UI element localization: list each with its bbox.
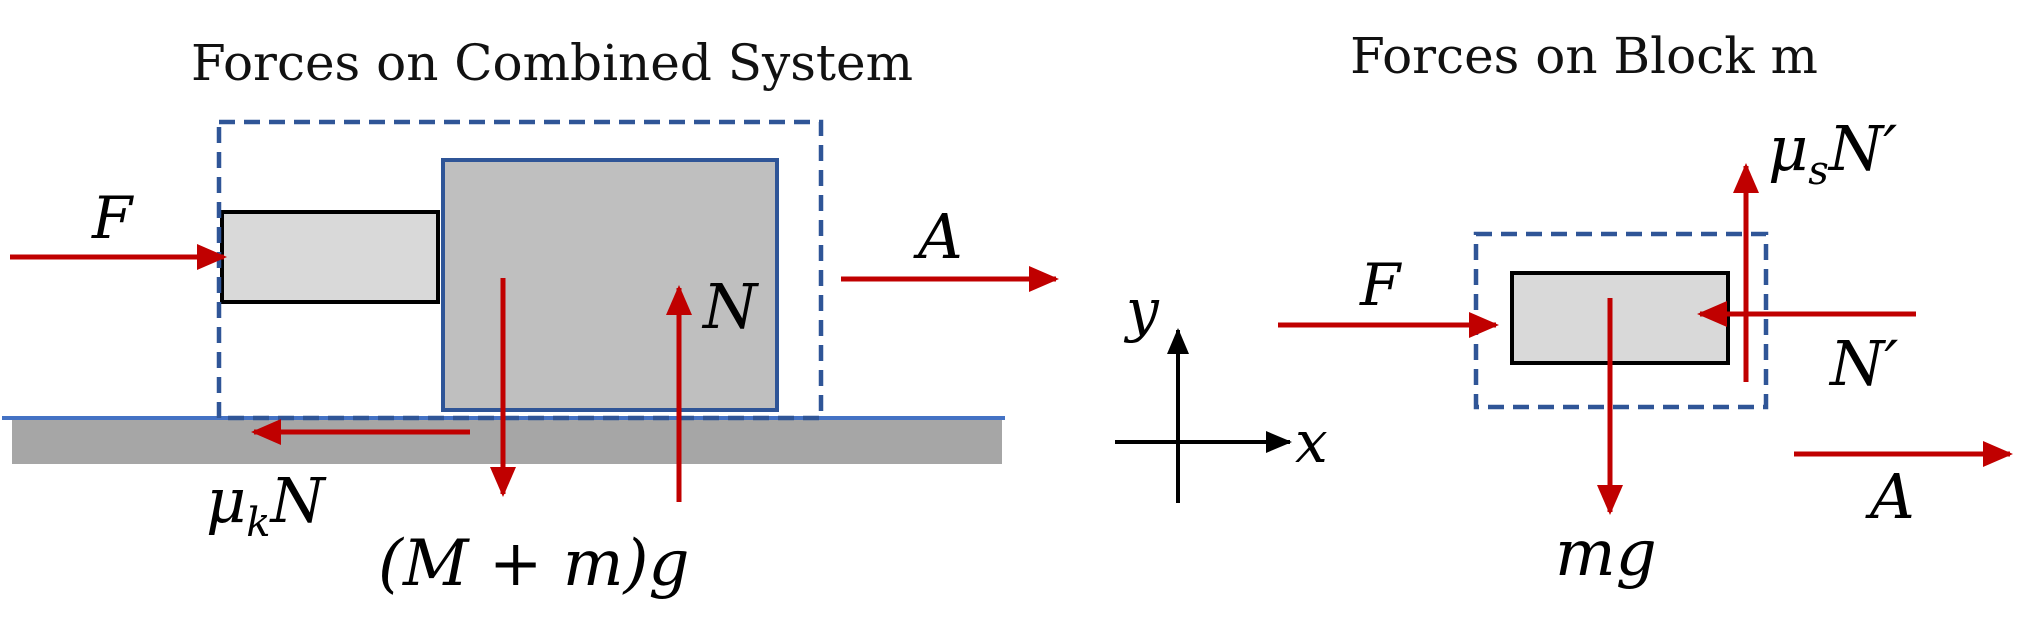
block-m xyxy=(1510,271,1730,365)
block-acceleration-label: A xyxy=(1865,460,1915,533)
right-panel-title: Forces on Block m xyxy=(1350,27,1818,85)
y-axis-label: y xyxy=(1123,276,1160,344)
friction-normal: N xyxy=(269,464,328,537)
weight-label: (M + m)g xyxy=(378,527,689,601)
big-block-M xyxy=(441,158,779,412)
normal-force-label: N xyxy=(701,270,760,343)
block-weight-label: mg xyxy=(1555,517,1657,591)
block-normal-force-label: N′ xyxy=(1828,327,1898,400)
acceleration-label: A xyxy=(913,200,963,273)
static-friction-label: μsN′ xyxy=(1768,112,1897,194)
kinetic-friction-label: μkN xyxy=(206,464,328,546)
x-axis-label: x xyxy=(1295,408,1328,476)
applied-force-label: F xyxy=(91,184,134,252)
friction-subscript: k xyxy=(246,500,270,546)
static-normal: N′ xyxy=(1827,112,1897,185)
ground xyxy=(12,418,1002,464)
left-panel-title: Forces on Combined System xyxy=(191,34,913,92)
small-block-m xyxy=(220,210,440,304)
combined-system-boundary xyxy=(216,119,824,421)
static-mu: μ xyxy=(1768,112,1808,185)
static-subscript: s xyxy=(1808,148,1829,194)
friction-mu: μ xyxy=(206,464,246,537)
block-applied-force-label: F xyxy=(1359,251,1402,319)
